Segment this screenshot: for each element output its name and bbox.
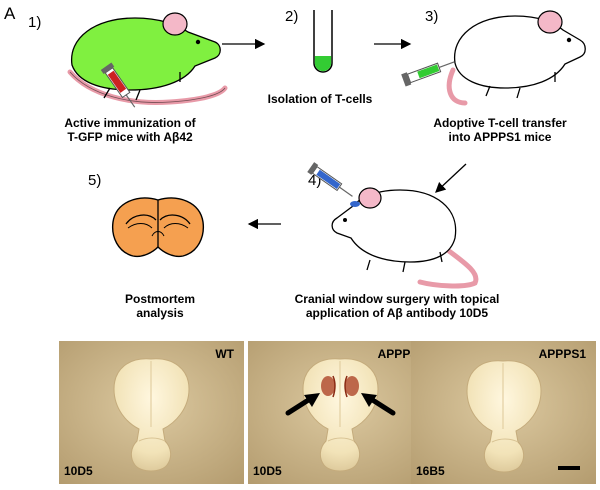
mouse-eye: [195, 39, 201, 45]
syringe-red-icon: [100, 62, 136, 108]
syringe-green-icon: [401, 61, 455, 87]
test-tube-icon: [313, 10, 333, 73]
brain-photo-image: [248, 341, 433, 484]
step-3-caption-line2: into APPPS1 mice: [448, 130, 552, 144]
mouse-eye: [343, 218, 347, 222]
brain-photo-appps1-16b5: APPPS1 16B5: [411, 341, 596, 484]
step-2-number: 2): [285, 8, 299, 25]
step-1-number: 1): [28, 14, 42, 31]
mouse-tail: [446, 67, 468, 106]
brain-photo-wt-10d5: WT 10D5: [59, 341, 244, 484]
step-2-caption-line1: Isolation of T-cells: [267, 92, 373, 106]
mouse-body: [331, 189, 457, 263]
recipient-mouse-illustration: [446, 10, 586, 106]
step-5-caption: Postmortem analysis: [90, 292, 230, 320]
arrow-step3-to-step4: [435, 163, 467, 193]
mouse-ear: [358, 187, 382, 209]
step-4-caption: Cranial window surgery with topical appl…: [272, 292, 522, 320]
hemorrhage-left: [321, 376, 335, 396]
photo-1-genotype: WT: [215, 347, 234, 361]
mouse-eye: [566, 37, 572, 43]
arrow-step4-to-step5: [247, 218, 281, 230]
step-3-caption-line1: Adoptive T-cell transfer: [433, 116, 567, 130]
step-5-number: 5): [88, 172, 102, 189]
hemorrhage-right: [345, 376, 359, 396]
photo-3-antibody: 16B5: [416, 464, 445, 478]
step-5-caption-line2: analysis: [136, 306, 184, 320]
photo-2-antibody: 10D5: [253, 464, 282, 478]
arrow-left-icon: [285, 393, 320, 416]
arrow-right-icon: [361, 393, 396, 416]
step-1-caption-line2: T-GFP mice with Aβ42: [67, 130, 193, 144]
step-1-caption: Active immunization of T-GFP mice with A…: [40, 116, 220, 144]
step-3-number: 3): [425, 8, 439, 25]
mouse-body: [454, 15, 586, 89]
brain-section-icon: [111, 197, 205, 258]
brain-photo-appps1-10d5: APPPS1 10D5: [248, 341, 433, 484]
arrow-step1-to-step2: [222, 38, 266, 50]
step-1-caption-line1: Active immunization of: [64, 116, 196, 130]
brain-photo-image: [411, 341, 596, 484]
syringe-blue-icon: [307, 162, 353, 197]
step-3-caption: Adoptive T-cell transfer into APPPS1 mic…: [405, 116, 595, 144]
cranial-window-mouse-illustration: [331, 187, 479, 289]
scale-bar: [558, 466, 580, 470]
mouse-tail: [417, 245, 479, 289]
step-4-caption-line2: application of Aβ antibody 10D5: [305, 306, 489, 320]
cranial-window: [350, 201, 360, 207]
step-2-caption: Isolation of T-cells: [250, 92, 390, 106]
arrow-step2-to-step3: [374, 38, 412, 50]
step-5-caption-line1: Postmortem: [124, 292, 195, 306]
mouse-ear: [162, 12, 188, 36]
mouse-body: [71, 17, 221, 91]
photo-3-genotype: APPPS1: [538, 347, 586, 361]
mouse-ear: [537, 10, 563, 34]
photo-1-antibody: 10D5: [64, 464, 93, 478]
step-4-caption-line1: Cranial window surgery with topical: [294, 292, 500, 306]
panel-a-label: A: [4, 4, 16, 23]
brain-photo-image: [59, 341, 244, 484]
